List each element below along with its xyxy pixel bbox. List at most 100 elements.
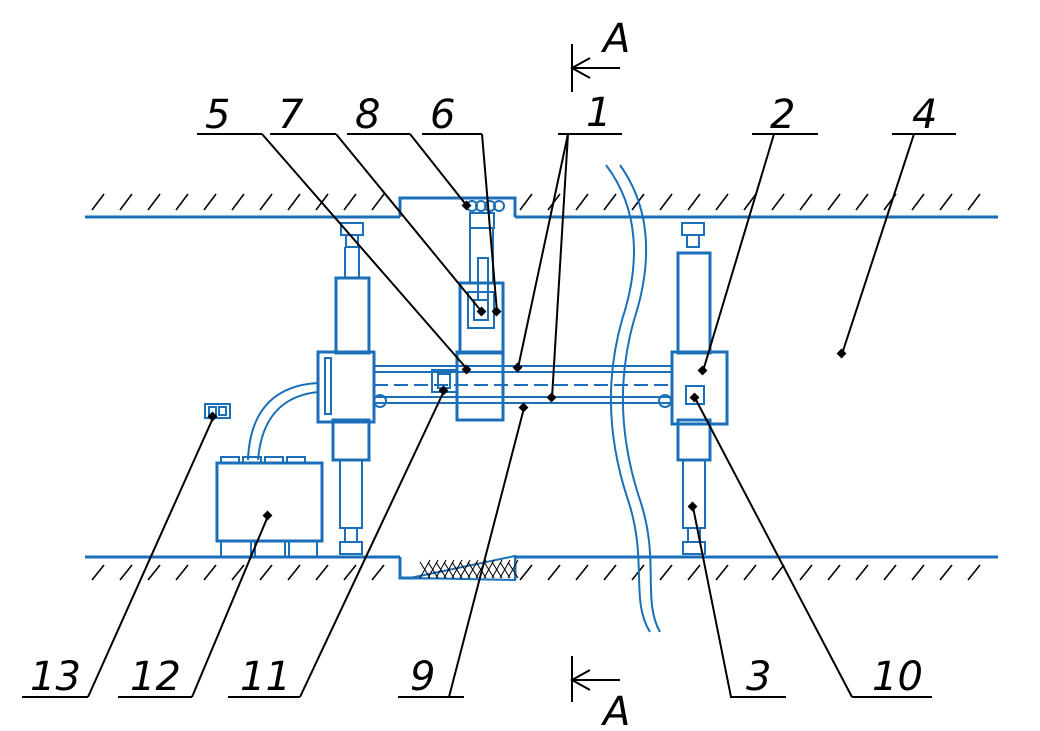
drill-unit — [458, 200, 505, 355]
section-label-top: A — [600, 16, 630, 62]
callout-7: 7 — [270, 92, 487, 317]
callout-13: 13 — [22, 411, 218, 700]
hatch-stroke — [231, 193, 245, 211]
wedge-hatch-stroke — [435, 561, 447, 579]
hatch-stroke — [343, 564, 357, 581]
label-4: 4 — [912, 92, 937, 138]
callout-4: 4 — [836, 92, 956, 359]
hatch-stroke — [771, 564, 785, 581]
hose — [247, 382, 319, 461]
power-unit — [215, 456, 324, 558]
hatch-stroke — [91, 193, 105, 211]
label-12: 12 — [130, 654, 181, 700]
roof-hatching — [91, 193, 981, 211]
hatch-stroke — [259, 193, 273, 211]
hatch-stroke — [175, 193, 189, 211]
label-11: 11 — [240, 654, 291, 700]
hatch-stroke — [371, 193, 385, 211]
hatch-stroke — [687, 193, 701, 211]
left-prop — [331, 222, 371, 555]
hatch-stroke — [575, 564, 589, 581]
hatch-stroke — [827, 564, 841, 581]
label-13: 13 — [30, 654, 81, 700]
wedge-hatch-stroke — [443, 561, 455, 579]
hatch-stroke — [939, 193, 953, 211]
label-3: 3 — [746, 654, 771, 700]
callout-8: 8 — [347, 92, 472, 211]
callout-3: 3 — [687, 501, 786, 700]
hatch-stroke — [175, 564, 189, 581]
hatch-stroke — [519, 564, 533, 581]
section-marker-top: A — [569, 16, 630, 92]
hatch-stroke — [315, 564, 329, 581]
callout-11: 11 — [228, 385, 449, 700]
hatch-stroke — [687, 564, 701, 581]
hatch-stroke — [827, 193, 841, 211]
label-2: 2 — [770, 92, 795, 138]
hatch-stroke — [967, 564, 981, 581]
hatch-stroke — [519, 193, 533, 211]
hatch-stroke — [799, 564, 813, 581]
label-9: 9 — [410, 654, 435, 700]
hatch-stroke — [715, 193, 729, 211]
hatch-stroke — [343, 193, 357, 211]
hatch-stroke — [967, 193, 981, 211]
callout-6: 6 — [422, 92, 502, 317]
wedge-hatch-stroke — [499, 561, 511, 579]
floor-recess — [398, 554, 519, 582]
hatch-stroke — [259, 564, 273, 581]
guide-rails — [373, 365, 672, 408]
hatch-stroke — [799, 193, 813, 211]
callout-10: 10 — [689, 392, 932, 700]
wedge-hatch-stroke — [467, 561, 479, 579]
hatch-stroke — [883, 564, 897, 581]
hatch-stroke — [603, 564, 617, 581]
hatch-stroke — [119, 193, 133, 211]
label-7: 7 — [278, 92, 304, 138]
hatch-stroke — [119, 564, 133, 581]
hatch-stroke — [547, 564, 561, 581]
wedge-hatch-stroke — [507, 561, 519, 579]
floor-hatching — [91, 564, 981, 581]
section-marker-bottom: A — [569, 656, 630, 731]
label-10: 10 — [872, 654, 923, 700]
label-5: 5 — [205, 92, 230, 138]
wedge-hatch-stroke — [451, 561, 463, 579]
wedge-hatch-stroke — [483, 561, 495, 579]
hatch-stroke — [287, 564, 301, 581]
label-6: 6 — [430, 92, 455, 138]
hatch-stroke — [203, 193, 217, 211]
hatch-stroke — [575, 193, 589, 211]
hatch-stroke — [147, 193, 161, 211]
callout-2: 2 — [697, 92, 818, 376]
hatch-stroke — [911, 564, 925, 581]
hatch-stroke — [91, 564, 105, 581]
hatch-stroke — [911, 193, 925, 211]
hatch-stroke — [659, 193, 673, 211]
hatch-stroke — [855, 564, 869, 581]
left-carriage — [316, 350, 376, 424]
label-1: 1 — [586, 90, 611, 136]
callout-1: 1 — [512, 90, 622, 403]
hatch-stroke — [659, 564, 673, 581]
wedge-hatch-stroke — [507, 559, 519, 579]
hatch-stroke — [231, 564, 245, 581]
hatch-stroke — [371, 564, 385, 581]
right-carriage — [670, 350, 729, 426]
hatch-stroke — [855, 193, 869, 211]
hatch-stroke — [287, 193, 301, 211]
hatch-stroke — [743, 564, 757, 581]
section-label-bottom: A — [600, 689, 630, 731]
hatch-stroke — [715, 564, 729, 581]
callout-5: 5 — [197, 92, 472, 375]
break-lines — [605, 164, 661, 633]
callout-12: 12 — [118, 510, 273, 700]
wedge-hatch-stroke — [427, 561, 439, 579]
roof-line — [85, 196, 998, 219]
callout-9: 9 — [398, 402, 529, 700]
wedge-hatch-stroke — [491, 561, 503, 579]
wedge-hatch-stroke — [459, 561, 471, 579]
hatch-stroke — [603, 193, 617, 211]
label-8: 8 — [355, 92, 380, 138]
